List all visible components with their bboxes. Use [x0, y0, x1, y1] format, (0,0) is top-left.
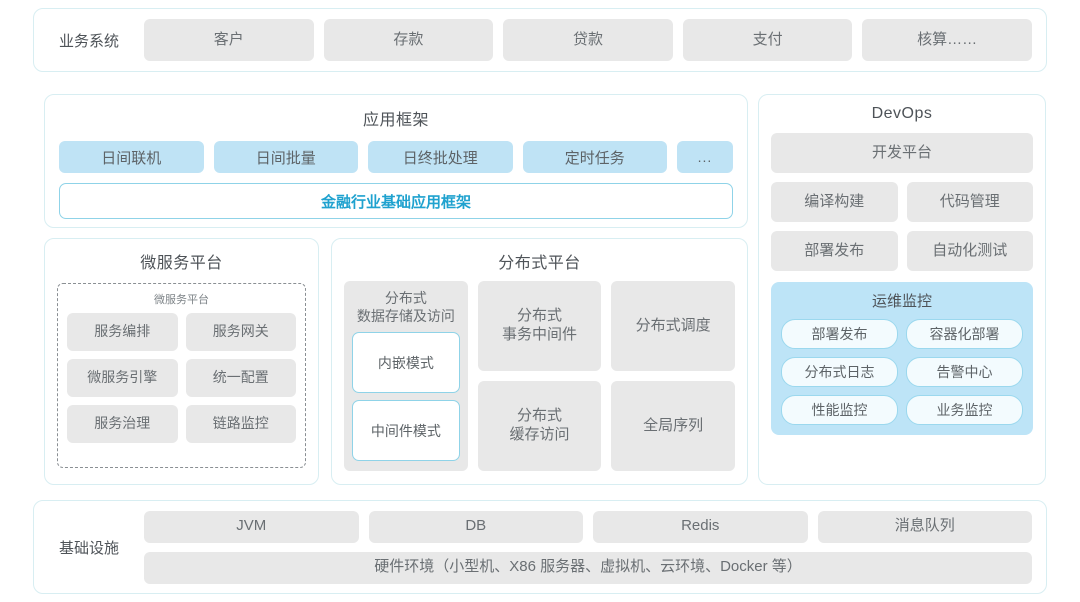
storage-mode-embedded[interactable]: 内嵌模式 — [352, 332, 460, 394]
app-tag-eod-batch[interactable]: 日终批处理 — [368, 141, 513, 173]
app-framework-panel: 应用框架 日间联机 日间批量 日终批处理 定时任务 ... 金融行业基础应用框架 — [44, 94, 748, 228]
devops-panel: DevOps 开发平台 编译构建 代码管理 部署发布 自动化测试 运维监控 部署… — [758, 94, 1046, 485]
dist-cell-0-line2: 事务中间件 — [501, 326, 577, 343]
ops-chip-deploy-release[interactable]: 部署发布 — [781, 319, 898, 349]
ops-chip-business-monitoring[interactable]: 业务监控 — [906, 395, 1023, 425]
ops-chip-alert-center[interactable]: 告警中心 — [906, 357, 1023, 387]
middle-lower-row: 微服务平台 微服务平台 服务编排 服务网关 微服务引擎 统一配置 服务治理 链路… — [44, 238, 748, 485]
business-system-chips: 客户 存款 贷款 支付 核算…… — [144, 19, 1032, 61]
ops-monitoring-panel: 运维监控 部署发布 容器化部署 分布式日志 告警中心 性能监控 业务监控 — [771, 282, 1033, 435]
distributed-platform-title: 分布式平台 — [498, 255, 581, 272]
distributed-storage-title-line2: 数据存储及访问 — [356, 308, 455, 325]
micro-chip-unified-config[interactable]: 统一配置 — [185, 359, 296, 397]
storage-mode-middleware[interactable]: 中间件模式 — [352, 400, 460, 461]
ops-chip-container-deploy[interactable]: 容器化部署 — [906, 319, 1023, 349]
distributed-storage-group: 分布式 数据存储及访问 内嵌模式 中间件模式 — [344, 281, 468, 471]
distributed-storage-title: 分布式 数据存储及访问 — [352, 289, 460, 325]
app-tag-daytime-online[interactable]: 日间联机 — [59, 141, 204, 173]
business-chip-payment[interactable]: 支付 — [682, 19, 853, 61]
devops-items-grid: 编译构建 代码管理 部署发布 自动化测试 — [771, 182, 1033, 271]
dist-chip-transaction-middleware[interactable]: 分布式 事务中间件 — [477, 281, 602, 371]
infra-chip-redis[interactable]: Redis — [593, 510, 808, 543]
infra-chip-message-queue[interactable]: 消息队列 — [817, 510, 1032, 543]
app-framework-title: 应用框架 — [362, 112, 429, 129]
devops-chip-automated-test[interactable]: 自动化测试 — [906, 231, 1033, 271]
devops-title: DevOps — [871, 105, 933, 122]
ops-monitoring-title: 运维监控 — [871, 293, 932, 310]
business-system-row: 业务系统 客户 存款 贷款 支付 核算…… — [33, 8, 1047, 72]
dist-chip-scheduling[interactable]: 分布式调度 — [611, 281, 735, 371]
dist-chip-global-sequence[interactable]: 全局序列 — [611, 381, 735, 471]
distributed-platform-panel: 分布式平台 分布式 数据存储及访问 内嵌模式 中间件模式 分布式 事务中间件 — [331, 238, 748, 485]
infrastructure-chips: JVM DB Redis 消息队列 — [144, 510, 1032, 543]
devops-chip-code-management[interactable]: 代码管理 — [906, 182, 1033, 222]
app-framework-tags: 日间联机 日间批量 日终批处理 定时任务 ... — [59, 141, 733, 173]
micro-chip-service-orchestration[interactable]: 服务编排 — [67, 313, 178, 351]
ops-monitoring-grid: 部署发布 容器化部署 分布式日志 告警中心 性能监控 业务监控 — [781, 319, 1023, 425]
infrastructure-row: 基础设施 JVM DB Redis 消息队列 硬件环境（小型机、X86 服务器、… — [33, 500, 1047, 594]
micro-chip-service-gateway[interactable]: 服务网关 — [185, 313, 296, 351]
app-tag-more[interactable]: ... — [677, 141, 733, 173]
dist-cell-2-line2: 缓存访问 — [509, 426, 570, 443]
microservice-platform-title: 微服务平台 — [140, 255, 223, 272]
distributed-storage-title-line1: 分布式 — [384, 290, 427, 306]
business-chip-customer[interactable]: 客户 — [144, 19, 314, 61]
infrastructure-stack: JVM DB Redis 消息队列 硬件环境（小型机、X86 服务器、虚拟机、云… — [144, 510, 1032, 584]
infrastructure-label: 基础设施 — [58, 539, 119, 557]
dist-cell-0-line1: 分布式 — [516, 307, 562, 325]
micro-chip-service-governance[interactable]: 服务治理 — [67, 405, 178, 443]
middle-left-column: 应用框架 日间联机 日间批量 日终批处理 定时任务 ... 金融行业基础应用框架 — [44, 94, 748, 228]
micro-chip-trace-monitoring[interactable]: 链路监控 — [185, 405, 296, 443]
ops-chip-distributed-log[interactable]: 分布式日志 — [781, 357, 898, 387]
infra-chip-db[interactable]: DB — [368, 510, 583, 543]
ops-chip-performance-monitoring[interactable]: 性能监控 — [781, 395, 898, 425]
business-chip-loan[interactable]: 贷款 — [503, 19, 673, 61]
microservice-dashed-group: 微服务平台 服务编排 服务网关 微服务引擎 统一配置 服务治理 链路监控 — [57, 283, 306, 468]
devops-chip-dev-platform[interactable]: 开发平台 — [771, 133, 1033, 173]
business-system-label: 业务系统 — [58, 32, 119, 50]
infra-chip-jvm[interactable]: JVM — [144, 510, 359, 543]
microservice-inner-title: 微服务平台 — [154, 294, 209, 306]
app-tag-scheduled-task[interactable]: 定时任务 — [522, 141, 667, 173]
dist-chip-cache-access[interactable]: 分布式 缓存访问 — [477, 381, 602, 471]
infra-chip-hardware-environment[interactable]: 硬件环境（小型机、X86 服务器、虚拟机、云环境、Docker 等） — [144, 551, 1032, 584]
devops-chip-compile-build[interactable]: 编译构建 — [771, 182, 898, 222]
dist-cell-2-line1: 分布式 — [516, 407, 562, 425]
app-tag-daytime-batch[interactable]: 日间批量 — [213, 141, 358, 173]
micro-chip-microservice-engine[interactable]: 微服务引擎 — [67, 359, 178, 397]
devops-chip-deploy-release[interactable]: 部署发布 — [771, 231, 898, 271]
financial-base-framework-band[interactable]: 金融行业基础应用框架 — [59, 183, 733, 219]
business-chip-deposit[interactable]: 存款 — [323, 19, 494, 61]
microservice-platform-panel: 微服务平台 微服务平台 服务编排 服务网关 微服务引擎 统一配置 服务治理 链路… — [44, 238, 319, 485]
distributed-items-grid: 分布式 数据存储及访问 内嵌模式 中间件模式 分布式 事务中间件 分布式调度 分… — [344, 281, 735, 471]
business-chip-accounting[interactable]: 核算…… — [862, 19, 1032, 61]
microservice-items-grid: 服务编排 服务网关 微服务引擎 统一配置 服务治理 链路监控 — [67, 313, 296, 443]
